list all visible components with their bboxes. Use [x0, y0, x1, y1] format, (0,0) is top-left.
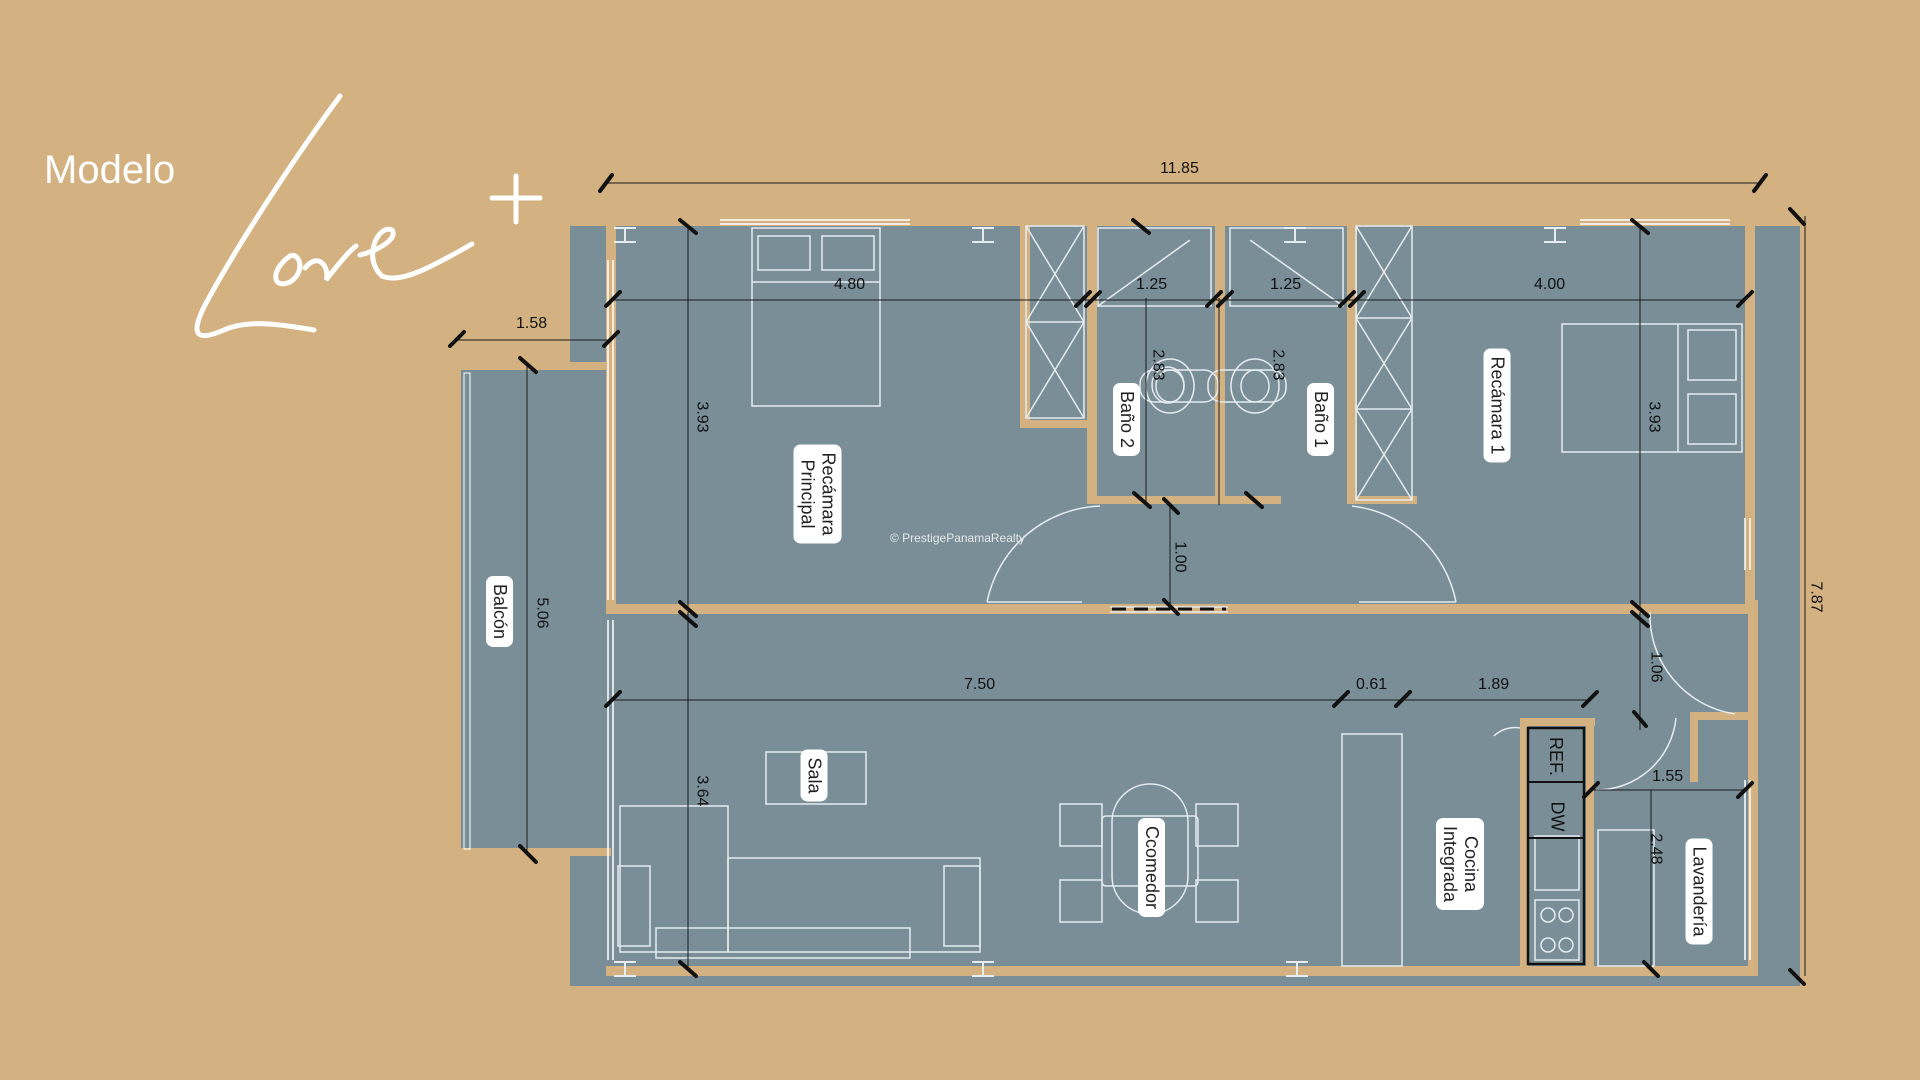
dim-cocina-width: 1.89: [1478, 676, 1510, 693]
room-label-bano-1: Baño 1: [1307, 382, 1335, 457]
label-dw: DW: [1547, 801, 1568, 832]
room-label-cocina: Cocina Integrada: [1436, 817, 1485, 911]
dim-balcon-width: 1.58: [516, 315, 548, 332]
room-label-recamara-1: Recámara 1: [1483, 348, 1511, 463]
dim-bano-1-width: 1.25: [1270, 276, 1302, 293]
label-ref: REF.: [1546, 736, 1567, 777]
dim-lavanderia-width: 1.55: [1652, 768, 1684, 785]
room-label-balcon: Balcón: [486, 575, 514, 648]
dim-recamara-principal-width: 4.80: [834, 276, 866, 293]
dim-hall-width: 1.00: [1171, 541, 1189, 573]
dim-bano-2-depth: 2.83: [1149, 349, 1167, 381]
dim-total-width: 11.85: [1160, 160, 1199, 177]
room-label-comedor: Ccomedor: [1138, 817, 1166, 918]
room-label-bano-2: Baño 2: [1113, 382, 1141, 457]
dim-balcon-depth: 5.06: [533, 597, 551, 629]
dim-bano-2-width: 1.25: [1136, 276, 1168, 293]
dimension-lines: [456, 182, 1806, 976]
dim-bano-1-depth: 2.83: [1269, 349, 1287, 381]
dim-lavanderia-depth: 2.48: [1647, 833, 1665, 865]
dim-lavanderia-door: 1.06: [1647, 651, 1665, 683]
dim-recamara-1-depth: 3.93: [1645, 401, 1663, 433]
columns: [614, 227, 1566, 977]
dimension-ticks: [448, 173, 1806, 986]
windows: [607, 219, 1751, 960]
dim-recamara-principal-depth: 3.93: [693, 401, 711, 433]
room-label-lavanderia: Lavandería: [1685, 838, 1713, 945]
dim-sala-depth: 3.64: [693, 775, 711, 807]
dim-total-depth: 7.87: [1807, 581, 1825, 613]
model-prefix: Modelo: [44, 148, 176, 192]
dim-cocina-gap: 0.61: [1356, 676, 1388, 693]
copyright: © PrestigePanamaRealty: [890, 531, 1025, 545]
room-label-sala: Sala: [800, 749, 828, 802]
dim-sala-width: 7.50: [964, 676, 996, 693]
room-label-recamara-principal: Recámara Principal: [793, 444, 842, 544]
love-logo: [194, 93, 543, 339]
dim-recamara-1-width: 4.00: [1534, 276, 1566, 293]
